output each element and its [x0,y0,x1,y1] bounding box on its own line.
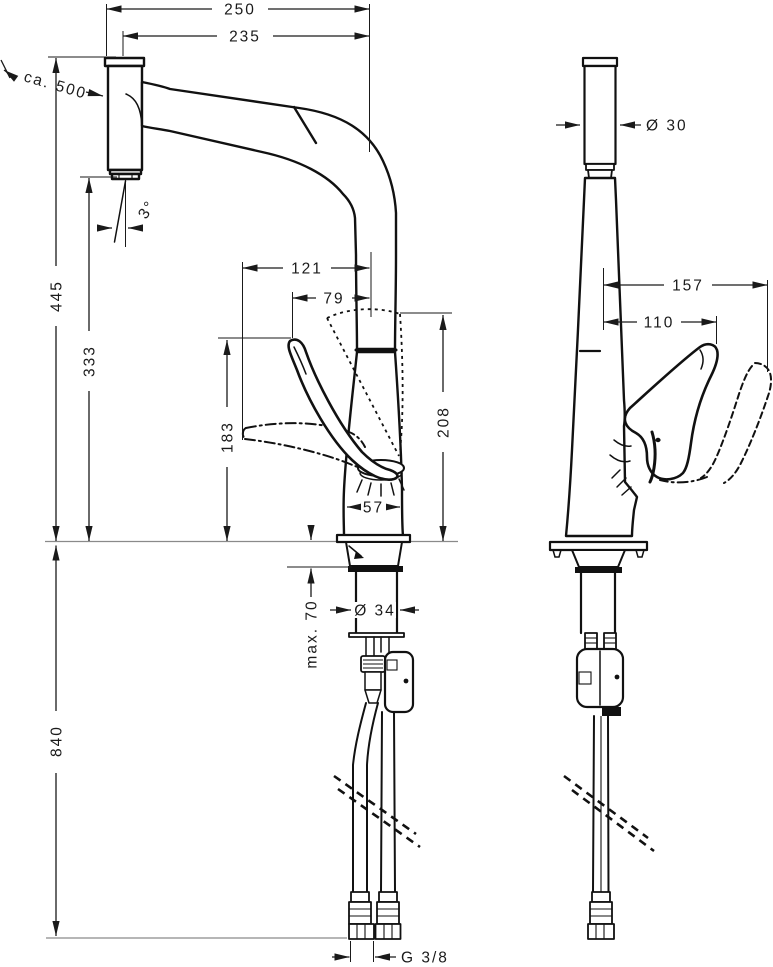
dim-157-label: 157 [672,278,704,295]
select-handle-side [623,342,719,484]
dimension-79: 79 [218,290,370,339]
hose-connector-side [587,891,615,940]
dim-208-label: 208 [436,406,453,438]
hose-break-mark [571,788,655,853]
handle-pin [655,437,661,443]
hose-break-mark [337,787,421,849]
dim-dia34-label: Ø 34 [354,603,396,620]
dim-g38-label: G 3/8 [401,950,449,967]
dim-dia30-label: Ø 30 [646,118,688,135]
dim-max70-label: max. 70 [304,599,321,668]
pullout-spray-head [103,56,146,181]
undercounter-assembly-side [563,571,655,940]
base-skirt-hatching [356,478,405,497]
dimension-333: 333 [80,176,117,541]
base-escutcheon [335,533,412,572]
dimension-235: 235 [122,28,370,56]
mounting-oring [348,566,403,572]
dimension-ca500: ca. 500 [0,59,104,103]
dimension-3deg: 3° [97,180,160,247]
dim-121-label: 121 [291,261,323,278]
dimension-110: 110 [603,314,717,344]
dimension-dia30: Ø 30 [556,118,688,135]
dim-250-label: 250 [224,2,256,19]
dimension-157: 157 [603,268,768,372]
dimension-121: 121 [242,260,370,440]
side-view [548,56,773,940]
dim-79-label: 79 [323,291,344,308]
valve-unit-side [575,647,625,716]
dim-3deg-label: 3° [135,197,160,222]
select-handle [287,338,399,481]
dimension-208: 208 [400,312,453,541]
supply-hoses [333,702,421,893]
dim-840-label: 840 [49,725,66,757]
dimension-57: 57 [347,499,400,517]
dimension-dia34: Ø 34 [330,602,419,620]
handle-raised-position-outline [326,308,404,457]
front-view [103,56,421,940]
dimension-250: 250 [106,1,372,317]
dimension-840: 840 [47,545,66,936]
dim-57-label: 57 [363,500,384,517]
spout-arm [140,80,398,352]
dim-445-label: 445 [49,280,66,312]
spray-head-seam [292,105,318,145]
hose-break-mark [333,774,417,836]
hose-connector-left [348,891,375,940]
hose-break-mark [563,774,649,840]
dimension-183: 183 [218,340,237,541]
body-side [564,176,639,538]
dim-110-label: 110 [644,315,675,332]
supply-hose-side [563,715,655,893]
undercounter-assembly [333,570,421,940]
spray-head-side [581,56,619,179]
dimension-g38: G 3/8 [332,941,449,967]
dim-183-label: 183 [220,421,237,453]
dim-235-label: 235 [229,29,261,46]
hose-quick-connector [360,655,386,704]
base-escutcheon-side [548,540,649,573]
dimension-max70: max. 70 [287,525,352,669]
dim-333-label: 333 [82,345,99,377]
dimension-445: 445 [47,56,116,541]
hose-connector-right [374,891,402,940]
shank-flange [348,632,405,638]
check-valve-box [383,650,415,714]
